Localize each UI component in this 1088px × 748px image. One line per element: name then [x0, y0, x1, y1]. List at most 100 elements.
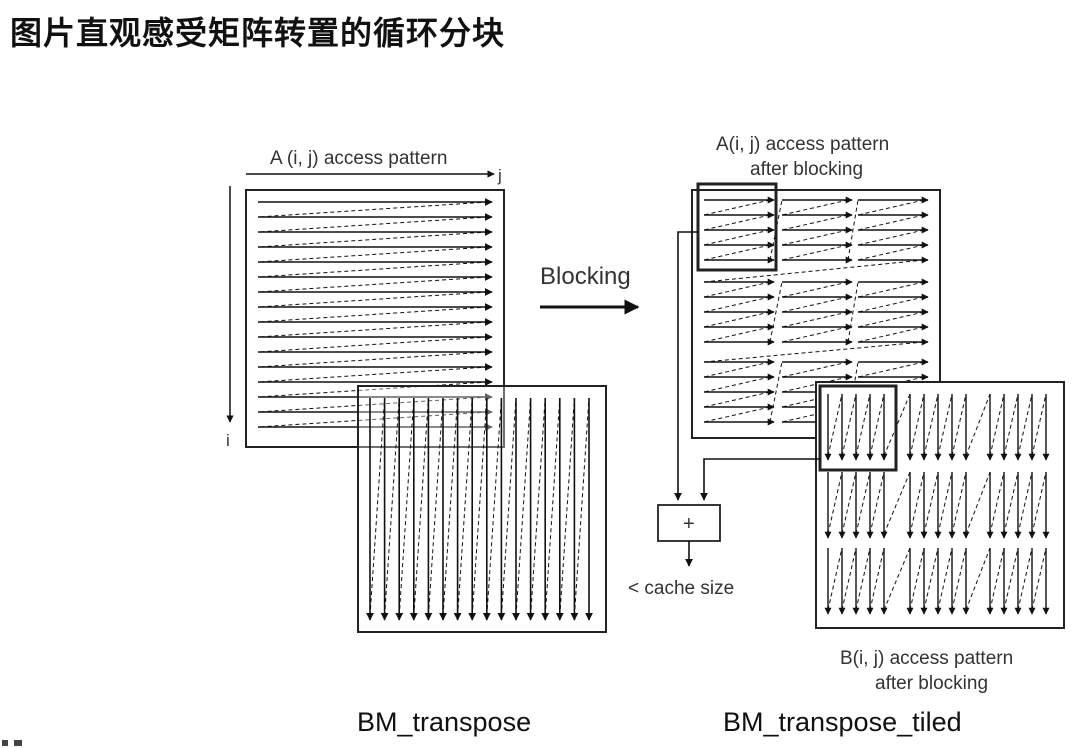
- blocking-label: Blocking: [540, 263, 631, 290]
- tile-column-return: [909, 547, 925, 611]
- left-access-label: A (i, j) access pattern: [270, 148, 447, 169]
- tile-column-return: [1003, 471, 1019, 535]
- right-b-label-line2: after blocking: [875, 673, 988, 694]
- column-return: [471, 397, 488, 617]
- tile-row-return: [781, 361, 849, 378]
- right-b-tile-arrows: [824, 393, 1050, 615]
- tile-column-return: [909, 393, 925, 457]
- column-return: [515, 397, 532, 617]
- tile-column-return: [855, 393, 871, 457]
- row-return: [257, 261, 489, 278]
- tile-row-return: [781, 214, 849, 231]
- column-return: [500, 397, 517, 617]
- row-return: [257, 306, 489, 323]
- column-return: [573, 397, 590, 617]
- tile-column-return: [869, 471, 885, 535]
- tile-column-return: [1031, 471, 1047, 535]
- tile-row-return: [781, 326, 849, 343]
- tile-column-return: [1017, 471, 1033, 535]
- tile-row-return: [703, 199, 771, 216]
- tile-row-return: [857, 214, 925, 231]
- tile-column-return: [1017, 393, 1033, 457]
- tile-jump: [769, 361, 783, 423]
- tile-row-return: [703, 406, 771, 423]
- tile-column-return: [951, 393, 967, 457]
- left-b-matrix: [357, 385, 607, 633]
- tile-column-return: [1031, 393, 1047, 457]
- tile-column-return: [841, 547, 857, 611]
- column-return: [369, 397, 386, 617]
- tile-column-return: [827, 471, 843, 535]
- tile-row-return: [703, 391, 771, 408]
- i-axis-label: i: [226, 431, 230, 450]
- tile-column-return: [1017, 547, 1033, 611]
- tile-column-return: [937, 547, 953, 611]
- row-return: [257, 231, 489, 248]
- tile-column-return: [827, 547, 843, 611]
- right-b-frame: [815, 381, 1065, 629]
- tile-column-return: [923, 393, 939, 457]
- row-return: [257, 291, 489, 308]
- tile-column-return: [1003, 393, 1019, 457]
- left-b-frame: [357, 385, 607, 633]
- tile-column-return: [989, 547, 1005, 611]
- row-return: [257, 246, 489, 263]
- row-return: [257, 201, 489, 218]
- tile-row-return: [703, 311, 771, 328]
- row-return: [257, 321, 489, 338]
- tile-row-return: [781, 199, 849, 216]
- tile-row-return: [703, 214, 771, 231]
- tile-column-return: [937, 471, 953, 535]
- j-axis-label: j: [497, 166, 502, 185]
- connector-from-b-block: [700, 458, 820, 501]
- column-return: [442, 397, 459, 617]
- tile-jump: [883, 393, 911, 457]
- tile-row-return: [703, 229, 771, 246]
- tile-column-return: [855, 547, 871, 611]
- tile-row-return: [703, 326, 771, 343]
- tile-row-return: [781, 244, 849, 261]
- column-return: [457, 397, 473, 617]
- tile-column-return: [951, 547, 967, 611]
- tile-row-return: [781, 391, 849, 408]
- tile-row-jump: [703, 259, 925, 283]
- tile-column-return: [855, 471, 871, 535]
- row-return: [257, 276, 489, 293]
- right-b-label-line1: B(i, j) access pattern: [840, 648, 1013, 669]
- tile-row-return: [703, 376, 771, 393]
- column-return: [544, 397, 561, 617]
- column-return: [486, 397, 502, 617]
- tile-column-return: [909, 471, 925, 535]
- tile-row-return: [857, 361, 925, 378]
- row-return: [257, 396, 489, 413]
- caption-bm-transpose-tiled: BM_transpose_tiled: [723, 707, 962, 737]
- row-return: [257, 411, 489, 428]
- cache-connectors: + < cache size: [628, 231, 820, 599]
- tile-row-return: [781, 229, 849, 246]
- left-b-column-arrows: [366, 397, 593, 621]
- right-a-cache-block: [696, 182, 778, 272]
- tile-row-return: [781, 406, 849, 423]
- tile-row-return: [857, 296, 925, 313]
- tile-column-return: [1031, 547, 1047, 611]
- column-return: [413, 397, 429, 617]
- tile-row-return: [857, 244, 925, 261]
- page-title: 图片直观感受矩阵转置的循环分块: [10, 14, 506, 52]
- left-a-row-arrows: [257, 198, 493, 431]
- tile-column-return: [937, 393, 953, 457]
- row-return: [257, 351, 489, 368]
- tile-row-return: [857, 199, 925, 216]
- column-return: [530, 397, 546, 617]
- tile-column-return: [951, 471, 967, 535]
- left-a-frame: [245, 189, 505, 448]
- caption-bm-transpose: BM_transpose: [357, 707, 532, 737]
- right-b-cache-block: [818, 384, 898, 472]
- tile-row-jump: [703, 341, 925, 363]
- tile-row-return: [703, 361, 771, 378]
- tile-column-return: [1003, 547, 1019, 611]
- tile-row-return: [781, 296, 849, 313]
- tile-column-return: [869, 547, 885, 611]
- row-return: [257, 366, 489, 383]
- left-a-matrix: [245, 189, 505, 448]
